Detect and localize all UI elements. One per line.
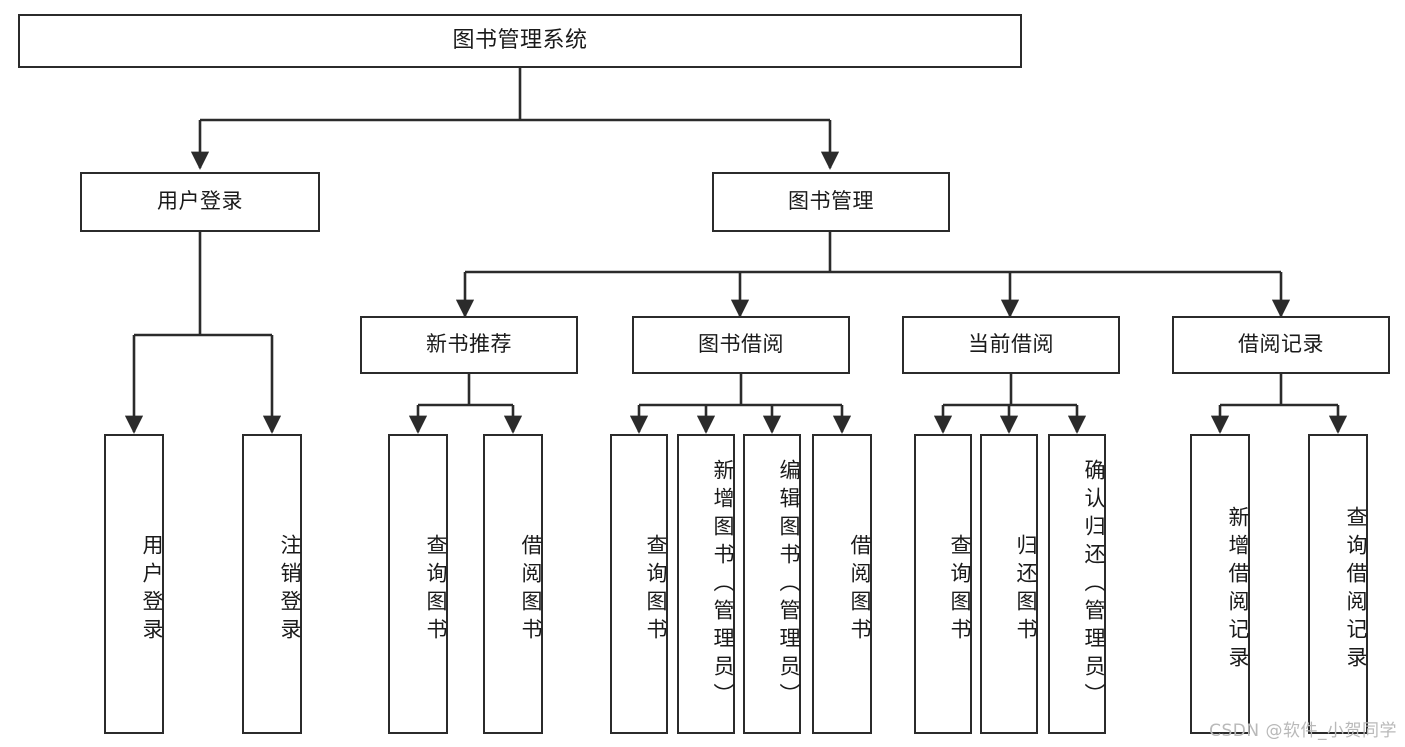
node-leaf-query-book-1[interactable]: 查询图书 xyxy=(388,434,448,734)
node-leaf-query-record-label: 查询借阅记录 xyxy=(1344,506,1368,674)
node-leaf-query-record[interactable]: 查询借阅记录 xyxy=(1308,434,1368,734)
node-leaf-borrow-book-2[interactable]: 借阅图书 xyxy=(812,434,872,734)
node-leaf-borrow-book-2-label: 借阅图书 xyxy=(848,534,872,646)
node-leaf-return-book-label: 归还图书 xyxy=(1014,534,1038,646)
node-leaf-return-book[interactable]: 归还图书 xyxy=(980,434,1038,734)
node-leaf-edit-book-label: 编辑图书（管理员） xyxy=(777,459,801,711)
node-current-borrow[interactable]: 当前借阅 xyxy=(902,316,1120,374)
node-new-book-rec-label: 新书推荐 xyxy=(426,332,512,357)
node-current-borrow-label: 当前借阅 xyxy=(968,332,1054,357)
node-leaf-logout[interactable]: 注销登录 xyxy=(242,434,302,734)
node-leaf-logout-label: 注销登录 xyxy=(278,534,302,646)
node-leaf-query-book-1-label: 查询图书 xyxy=(424,534,448,646)
node-borrow-record[interactable]: 借阅记录 xyxy=(1172,316,1390,374)
node-leaf-user-login[interactable]: 用户登录 xyxy=(104,434,164,734)
node-book-borrow[interactable]: 图书借阅 xyxy=(632,316,850,374)
node-user-login-label: 用户登录 xyxy=(157,189,243,214)
node-leaf-add-record-label: 新增借阅记录 xyxy=(1226,506,1250,674)
node-book-manage[interactable]: 图书管理 xyxy=(712,172,950,232)
node-leaf-add-book-label: 新增图书（管理员） xyxy=(711,459,735,711)
node-leaf-query-book-3-label: 查询图书 xyxy=(948,534,972,646)
node-root-label: 图书管理系统 xyxy=(452,27,588,53)
node-user-login[interactable]: 用户登录 xyxy=(80,172,320,232)
node-leaf-user-login-label: 用户登录 xyxy=(140,534,164,646)
node-leaf-query-book-2-label: 查询图书 xyxy=(644,534,668,646)
node-leaf-confirm-return[interactable]: 确认归还（管理员） xyxy=(1048,434,1106,734)
node-borrow-record-label: 借阅记录 xyxy=(1238,332,1324,357)
node-leaf-query-book-2[interactable]: 查询图书 xyxy=(610,434,668,734)
node-new-book-rec[interactable]: 新书推荐 xyxy=(360,316,578,374)
node-leaf-borrow-book-1-label: 借阅图书 xyxy=(519,534,543,646)
node-book-borrow-label: 图书借阅 xyxy=(698,332,784,357)
node-leaf-borrow-book-1[interactable]: 借阅图书 xyxy=(483,434,543,734)
node-root[interactable]: 图书管理系统 xyxy=(18,14,1022,68)
node-leaf-query-book-3[interactable]: 查询图书 xyxy=(914,434,972,734)
node-leaf-edit-book[interactable]: 编辑图书（管理员） xyxy=(743,434,801,734)
csdn-watermark: CSDN @软件_小贺同学 xyxy=(1209,721,1397,741)
node-leaf-add-record[interactable]: 新增借阅记录 xyxy=(1190,434,1250,734)
node-leaf-confirm-return-label: 确认归还（管理员） xyxy=(1082,459,1106,711)
node-book-manage-label: 图书管理 xyxy=(788,189,874,214)
node-leaf-add-book[interactable]: 新增图书（管理员） xyxy=(677,434,735,734)
